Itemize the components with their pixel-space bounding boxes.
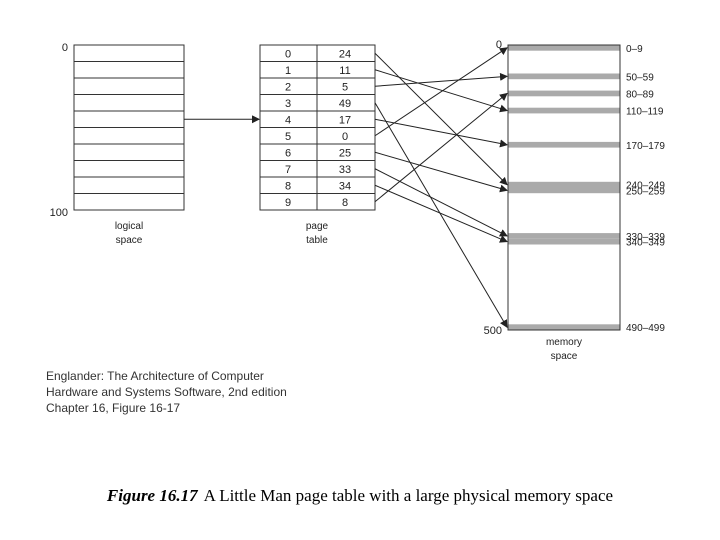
frame-number-cell: 49	[339, 98, 351, 110]
page-table-row-lines	[260, 61, 375, 194]
figure-number: Figure 16.17	[106, 486, 198, 505]
page-to-frame-arrow	[374, 92, 508, 203]
memory-frame-range-label: 330–339	[626, 232, 665, 243]
frame-number-cell: 24	[339, 48, 351, 60]
page-to-frame-arrow	[374, 151, 508, 193]
frame-number-cell: 5	[342, 81, 348, 93]
memory-frame-range-label: 80–89	[626, 89, 654, 100]
frame-number-cell: 11	[339, 65, 350, 77]
memory-frame-band	[508, 90, 620, 97]
page-number-cell: 4	[285, 114, 291, 126]
frame-number-cell: 0	[342, 131, 348, 143]
mapping-arrows	[184, 47, 508, 329]
credit-line-2: Hardware and Systems Software, 2nd editi…	[46, 385, 287, 399]
frame-number-cell: 33	[339, 164, 351, 176]
page-number-cell: 5	[285, 131, 291, 143]
logical-space-caption-line1: logical	[115, 221, 143, 232]
page-to-frame-arrow	[374, 118, 508, 148]
memory-frame-band	[508, 141, 620, 148]
memory-space-caption-line1: memory	[546, 337, 582, 348]
memory-frame-labels: 0–9 50–59 80–89 110–119 170–179 240–249250–25…	[626, 44, 665, 334]
page-to-frame-arrow	[374, 47, 508, 137]
page-number-cell: 6	[285, 147, 291, 159]
memory-frame-bands	[508, 45, 620, 330]
source-credit: Englander: The Architecture of Computer …	[46, 368, 346, 416]
memory-frame-range-label: 250–259	[626, 186, 665, 197]
memory-frame-band	[508, 187, 620, 194]
memory-frame-range-label: 110–119	[626, 107, 664, 118]
page-number-cell: 2	[285, 81, 291, 93]
memory-frame-range-label: 340–349	[626, 238, 665, 249]
memory-frame-range-label: 0–9	[626, 44, 643, 55]
page-to-frame-arrow	[374, 72, 508, 87]
figure-caption: Figure 16.17 A Little Man page table with…	[0, 486, 720, 506]
logical-space-rows	[74, 61, 184, 194]
page-to-frame-arrow	[374, 69, 508, 113]
memory-frame-range-label: 50–59	[626, 72, 654, 83]
page-number-cell: 3	[285, 98, 291, 110]
logical-space-caption-line2: space	[116, 235, 143, 246]
memory-frame-range-label: 240–249	[626, 181, 665, 192]
memory-space-box	[507, 44, 621, 331]
credit-line-3: Chapter 16, Figure 16-17	[46, 401, 181, 415]
logical-space: 0 100 logical space	[50, 42, 185, 246]
frame-number-cell: 17	[339, 114, 351, 126]
memory-frame-band	[508, 73, 620, 80]
memory-space-bottom-label: 500	[484, 325, 502, 337]
frame-number-cell: 8	[342, 197, 348, 209]
page-number-cell: 7	[285, 164, 291, 176]
memory-frame-band	[508, 181, 620, 188]
memory-frame-band	[508, 233, 620, 239]
figure-caption-text: A Little Man page table with a large phy…	[203, 486, 614, 505]
memory-frame-band	[508, 45, 620, 51]
page-to-frame-arrow	[374, 102, 508, 329]
memory-frame-band	[508, 238, 620, 245]
memory-frame-band	[508, 107, 620, 114]
page-table-caption-line2: table	[306, 235, 328, 246]
logical-space-bottom-label: 100	[50, 207, 68, 219]
memory-frame-band	[508, 324, 620, 330]
page-number-cell: 9	[285, 197, 291, 209]
page-table-caption-line1: page	[306, 221, 329, 232]
memory-space-caption-line2: space	[551, 351, 578, 362]
page-to-frame-arrow	[374, 168, 508, 237]
credit-line-1: Englander: The Architecture of Computer	[46, 369, 264, 383]
page-number-cell: 8	[285, 180, 291, 192]
memory-frame-range-label: 490–499	[626, 323, 665, 334]
logical-space-top-label: 0	[62, 42, 68, 54]
frame-number-cell: 34	[339, 180, 351, 192]
memory-space-top-label: 0	[496, 39, 502, 51]
page-number-cell: 1	[285, 65, 291, 77]
page-to-frame-arrow	[374, 52, 508, 186]
page-to-frame-arrow	[374, 184, 508, 243]
memory-frame-range-label: 170–179	[626, 141, 665, 152]
frame-number-cell: 25	[339, 147, 351, 159]
memory-space: 0–9 50–59 80–89 110–119 170–179 240–249250–25…	[484, 39, 666, 362]
page-number-cell: 0	[285, 48, 291, 60]
